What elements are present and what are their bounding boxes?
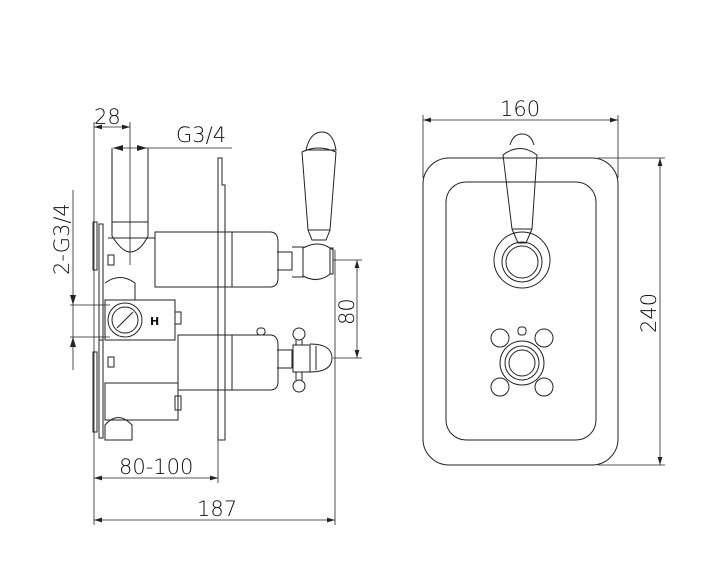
bolt — [174, 311, 182, 325]
lever-hub — [302, 243, 331, 280]
port-hatch — [116, 311, 134, 329]
cross-handle-side — [292, 340, 311, 380]
lower-elbow — [104, 417, 133, 441]
hot-marker: H — [150, 315, 159, 328]
cross-handle-lobe — [292, 379, 306, 393]
dim-label-80-100: 80-100 — [119, 455, 193, 479]
dim-label-160: 160 — [500, 97, 540, 121]
inlet-port — [107, 302, 143, 338]
inlet-port-inner — [111, 306, 139, 334]
backplate-top — [92, 221, 98, 271]
side-view: 28 G3/4 80 — [50, 105, 362, 525]
lever-cap-front — [509, 133, 535, 146]
dim-label-2g34: 2-G3/4 — [50, 203, 74, 275]
lever-handle — [301, 147, 337, 241]
lever-cap — [305, 131, 337, 151]
inner-plate — [445, 181, 597, 441]
dim-arrows — [113, 145, 147, 151]
wall-plate — [217, 157, 226, 441]
backplate-lower — [98, 339, 104, 439]
upper-stem — [277, 246, 304, 278]
dim-label-g34: G3/4 — [176, 123, 226, 147]
lever-handle-front — [502, 148, 538, 244]
lower-pin — [256, 327, 266, 336]
bolt — [174, 395, 182, 411]
lower-outlet-body — [104, 382, 179, 421]
dim-label-240: 240 — [637, 293, 661, 333]
dim-label-28: 28 — [94, 105, 121, 129]
lever-rosette — [493, 231, 551, 289]
upper-valve-body — [154, 231, 279, 288]
cross-handle-front — [490, 326, 554, 397]
dim-label-187: 187 — [197, 497, 237, 521]
dim-label-80: 80 — [335, 298, 359, 325]
cross-handle-dome — [309, 343, 333, 373]
bolt — [107, 254, 115, 266]
inlet-elbow — [104, 277, 136, 300]
hub-cap — [329, 247, 334, 275]
cross-handle-lobe — [292, 327, 306, 341]
bolt — [107, 356, 115, 368]
lower-stem — [277, 349, 293, 369]
outlet-pipe — [111, 148, 149, 253]
lever-rosette-center — [505, 245, 539, 279]
backplate — [98, 223, 104, 341]
lever-rosette-ring — [501, 241, 543, 283]
outer-plate — [422, 157, 619, 466]
backplate-bottom — [92, 351, 98, 433]
front-view: 160 240 — [422, 97, 665, 466]
lower-valve-body — [177, 334, 279, 391]
